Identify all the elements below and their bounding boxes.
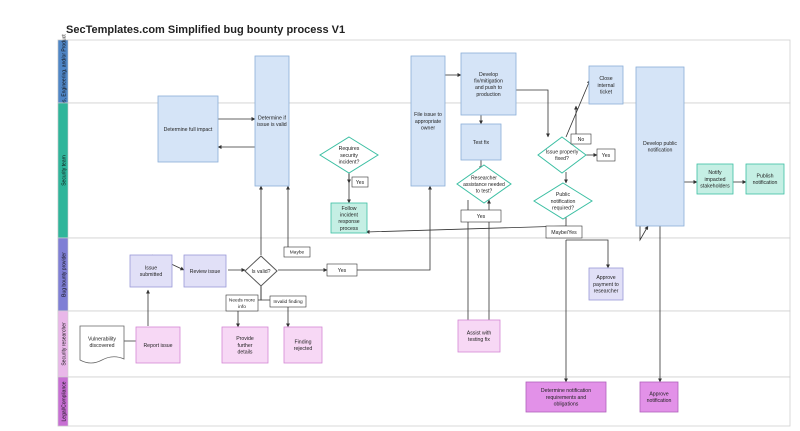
flow-arrow — [516, 89, 550, 138]
swimlane-label: Bug bounty provider — [62, 252, 68, 297]
node-label: Test fix — [473, 140, 490, 146]
swimlane-label: Security team — [62, 155, 68, 186]
node-label: No — [578, 137, 585, 143]
swimlane: Bug bounty provider — [57, 237, 791, 312]
flow-arrow — [566, 239, 610, 269]
swimlane-label: Security researcher — [62, 322, 68, 366]
node-label: Determine full impact — [164, 127, 213, 133]
node-label: Maybe/Yes — [551, 230, 577, 236]
node-yes-assist: Yes — [460, 209, 502, 223]
node-yes-incident: Yes — [351, 176, 369, 188]
swimlane-label: Ops, Engineering, and/or Product — [62, 34, 68, 109]
node-label: Maybe — [290, 250, 305, 256]
node-label: Invalid finding — [273, 299, 303, 305]
node-label: Yes — [338, 268, 347, 274]
node-invalid-finding: Invalid finding — [269, 295, 307, 308]
node-determine-impact: Determine full impact — [157, 95, 219, 163]
node-label: Is valid? — [251, 269, 270, 275]
node-label: Review issue — [190, 269, 221, 275]
node-maybe: Maybe — [283, 246, 311, 258]
node-is-valid: Is valid? — [244, 255, 278, 287]
node-report-issue: Report issue — [135, 326, 181, 364]
flow-arrow — [356, 185, 432, 271]
node-label: Yes — [356, 180, 365, 186]
page-title: SecTemplates.com Simplified bug bounty p… — [66, 24, 346, 36]
node-label: Report issue — [143, 343, 172, 349]
node-no-fixed: No — [570, 133, 592, 145]
node-yes-valid: Yes — [326, 263, 358, 277]
node-yes-fixed: Yes — [596, 148, 616, 162]
node-review-issue: Review issue — [183, 254, 227, 288]
swimlane: Legal/Compliance — [57, 376, 791, 427]
node-label: Yes — [477, 214, 486, 220]
node-maybe-yes: Maybe/Yes — [545, 225, 583, 239]
flow-arrow — [639, 225, 649, 242]
node-test-fix: Test fix — [460, 123, 502, 161]
swimlane-label: Legal/Compliance — [62, 381, 68, 421]
node-label: Yes — [602, 153, 611, 159]
flow-arrow — [565, 79, 591, 138]
